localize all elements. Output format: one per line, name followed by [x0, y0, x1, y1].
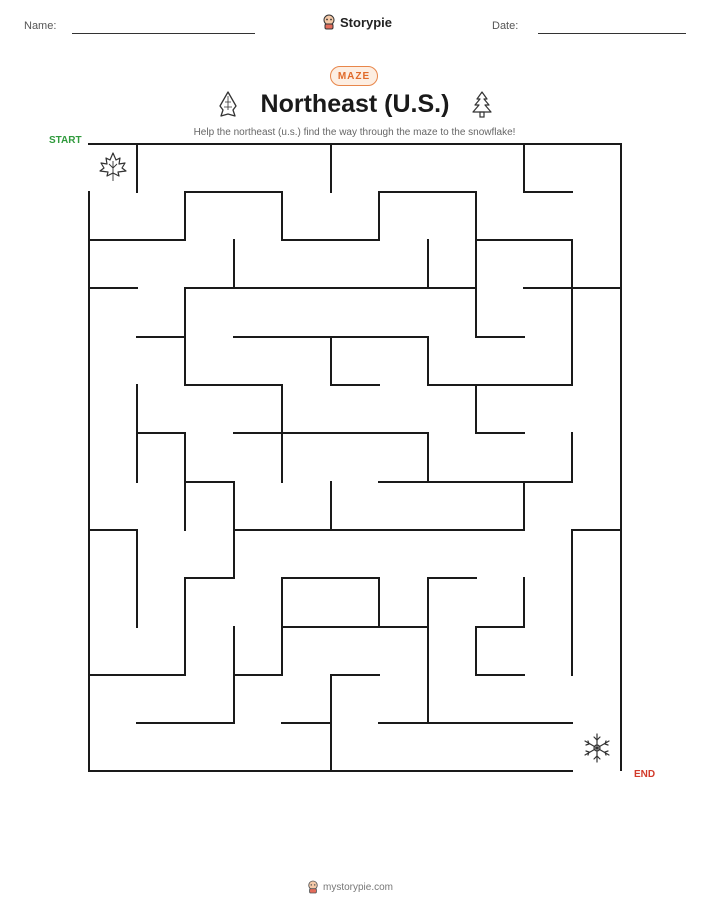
date-label: Date:	[492, 20, 519, 32]
maple-leaf-icon	[99, 152, 127, 181]
footer: mystorypie.com	[307, 880, 393, 894]
pine-tree-icon	[472, 91, 492, 118]
arrowhead-icon	[219, 91, 237, 117]
instructions: Help the northeast (u.s.) find the way t…	[193, 127, 516, 138]
brand-name: Storypie	[340, 14, 393, 30]
page-title: Northeast (U.S.)	[260, 90, 450, 118]
start-label: START	[49, 135, 82, 146]
footer-site[interactable]: mystorypie.com	[323, 881, 394, 893]
date-line[interactable]	[538, 33, 686, 34]
brand-logo: Storypie	[322, 14, 392, 30]
name-label: Name:	[24, 20, 57, 32]
storypie-mascot-icon	[323, 14, 335, 30]
snowflake-icon	[584, 733, 610, 763]
name-line[interactable]	[72, 33, 255, 34]
storypie-mascot-icon	[308, 880, 318, 894]
end-label: END	[634, 769, 656, 780]
maze-walls	[88, 143, 622, 772]
maze-tag: MAZE	[330, 66, 378, 86]
